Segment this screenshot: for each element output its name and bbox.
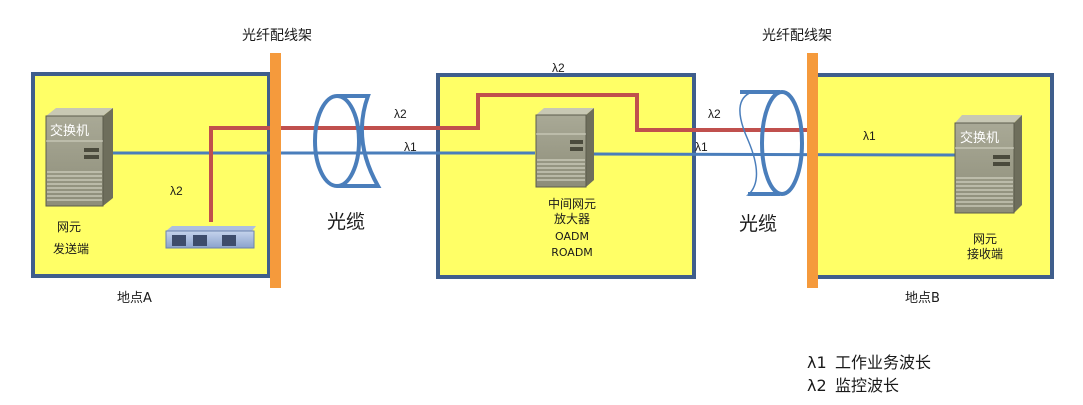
legend-text-2: 监控波长 — [835, 376, 899, 395]
middle-line-4: ROADM — [551, 246, 593, 259]
site-b-role-label: 接收端 — [967, 246, 1003, 261]
legend: λ1 工作业务波长 λ2 监控波长 — [807, 353, 931, 395]
middle-line-3: OADM — [555, 230, 589, 243]
cable-right-icon — [739, 90, 804, 196]
switch-server-a-icon — [45, 108, 113, 207]
middle-lambda2-top-label: λ2 — [552, 61, 565, 75]
monitoring-device-icon — [165, 226, 256, 249]
odf-bar-left — [270, 53, 281, 288]
site-b-lambda1-label: λ1 — [863, 129, 876, 143]
switch-b-label: 交换机 — [960, 130, 999, 146]
cable-right-label: 光缆 — [739, 213, 777, 235]
site-b-ne-label: 网元 — [973, 232, 997, 246]
odf-bar-right — [807, 53, 818, 288]
middle-line-1: 中间网元 — [548, 196, 596, 211]
site-a-role-label: 发送端 — [53, 241, 89, 256]
site-a-label: 地点A — [117, 291, 152, 306]
site-b-label: 地点B — [905, 291, 940, 306]
legend-key-1: λ1 — [807, 353, 827, 372]
lambda1-line-b — [589, 152, 956, 157]
site-a-ne-label: 网元 — [57, 220, 81, 234]
cable-left-lambda2-label: λ2 — [394, 107, 407, 121]
lambda2-line — [209, 93, 808, 222]
middle-ne-server-icon — [535, 108, 594, 188]
legend-text-1: 工作业务波长 — [835, 353, 931, 372]
cable-right-lambda1-label: λ1 — [695, 140, 708, 154]
cable-left-label: 光缆 — [327, 211, 365, 233]
odf-left-label: 光纤配线架 — [242, 28, 312, 44]
middle-line-2: 放大器 — [554, 211, 590, 226]
cable-left-lambda1-label: λ1 — [404, 140, 417, 154]
cable-left-icon — [313, 94, 382, 188]
switch-server-b-icon — [954, 115, 1022, 214]
legend-key-2: λ2 — [807, 376, 827, 395]
odf-right-label: 光纤配线架 — [762, 28, 832, 44]
site-a-lambda2-label: λ2 — [170, 184, 183, 198]
cable-right-lambda2-label: λ2 — [708, 107, 721, 121]
switch-a-label: 交换机 — [50, 123, 89, 139]
